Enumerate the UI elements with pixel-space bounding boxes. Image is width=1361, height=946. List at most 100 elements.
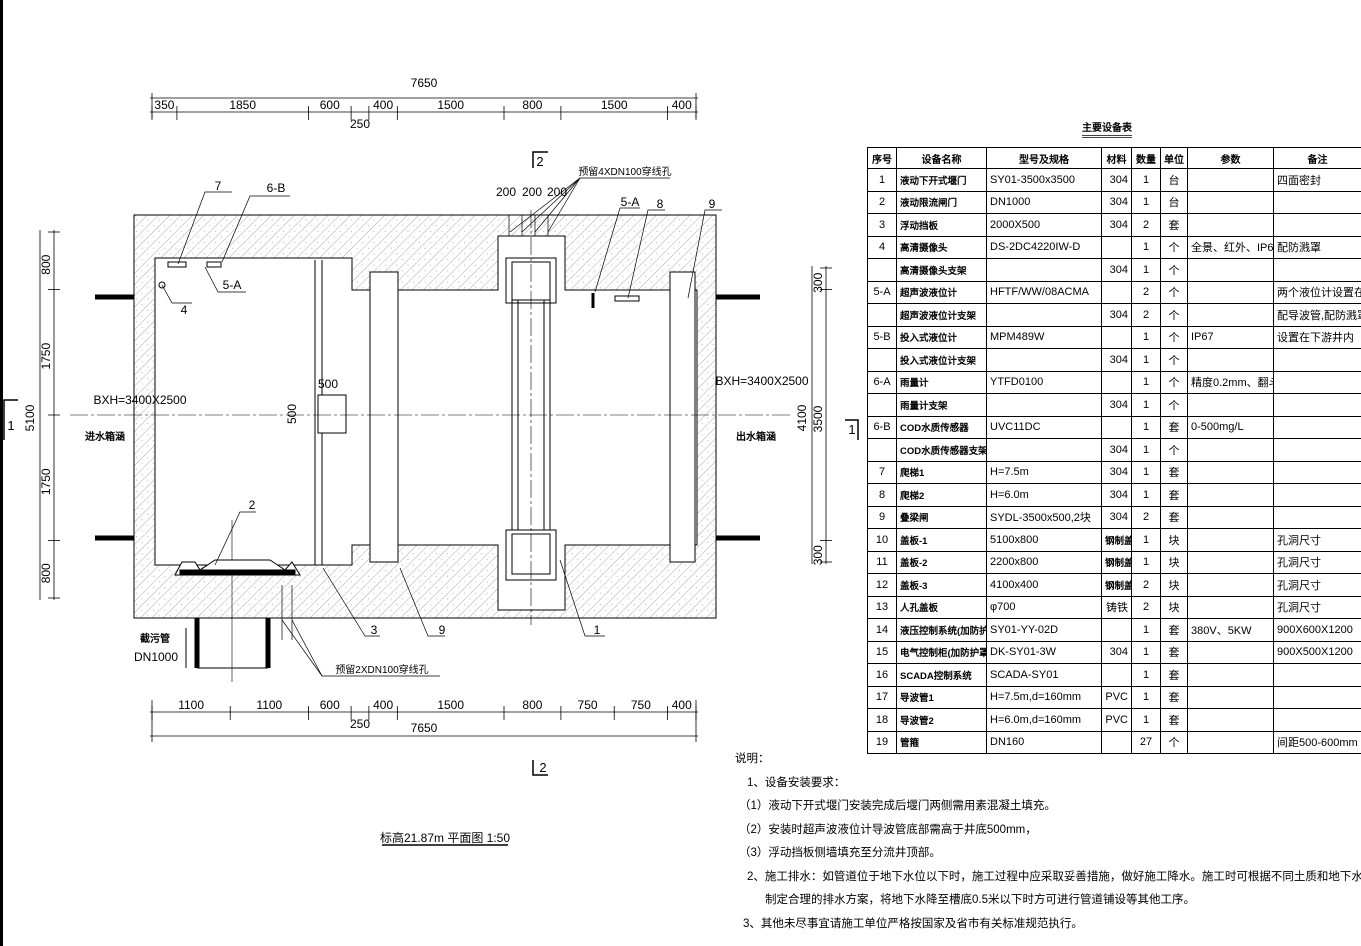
table-cell: 2 bbox=[1131, 573, 1161, 597]
section-marker bbox=[532, 760, 548, 776]
table-cell bbox=[1101, 235, 1132, 259]
table-cell: 5-A bbox=[867, 280, 897, 304]
table-cell bbox=[1273, 415, 1361, 439]
table-cell: 900X500X1200 bbox=[1273, 640, 1361, 664]
note-line: 说明： bbox=[735, 753, 770, 765]
table-cell bbox=[1273, 393, 1361, 417]
table-cell: 6-A bbox=[867, 370, 897, 394]
dim-label: 800 bbox=[522, 98, 542, 112]
table-cell: 1 bbox=[1131, 640, 1161, 664]
table-cell: 1 bbox=[1131, 438, 1161, 462]
dim-label: 1500 bbox=[437, 698, 464, 712]
column-header: 型号及规格 bbox=[986, 147, 1102, 169]
callout-6b: 6-B bbox=[267, 181, 286, 195]
table-cell: 孔洞尺寸 bbox=[1273, 550, 1361, 574]
table-cell: 台 bbox=[1160, 168, 1188, 192]
table-cell: 8 bbox=[867, 483, 897, 507]
table-cell: 14 bbox=[867, 618, 897, 642]
table-cell: 2 bbox=[1131, 280, 1161, 304]
outlet-size: BXH=3400X2500 bbox=[715, 374, 808, 388]
sewer-label: 截污管 bbox=[140, 632, 170, 645]
table-cell bbox=[1187, 393, 1274, 417]
table-cell: 套 bbox=[1160, 708, 1188, 732]
table-cell: 套 bbox=[1160, 505, 1188, 529]
table-cell bbox=[1187, 528, 1274, 552]
table-cell: 精度0.2mm、翻斗式 bbox=[1187, 370, 1274, 394]
table-cell: 套 bbox=[1160, 618, 1188, 642]
table-cell: DN160 bbox=[986, 730, 1102, 754]
notes: 说明：1、设备安装要求：（1）液动下开式堰门安装完成后堰门两侧需用素混凝土填充。… bbox=[735, 748, 1361, 936]
table-cell: 304 bbox=[1101, 213, 1132, 237]
table-cell: 爬梯1 bbox=[896, 460, 987, 484]
table-cell: PVC bbox=[1101, 708, 1132, 732]
table-cell: 配防溅罩 bbox=[1273, 235, 1361, 259]
table-cell: 液动限流闸门 bbox=[896, 190, 987, 214]
dim-label: 1100 bbox=[178, 698, 204, 712]
dim-top-total: 7650 bbox=[411, 76, 438, 90]
table-cell: 投入式液位计支架 bbox=[896, 348, 987, 372]
section-marker bbox=[532, 151, 548, 168]
note-line: 2、施工排水：如管道位于地下水位以下时，施工过程中应采取妥善措施，做好施工降水。… bbox=[747, 870, 1361, 883]
table-cell: MPM489W bbox=[986, 325, 1102, 349]
table-cell: HFTF/WW/08ACMA bbox=[986, 280, 1102, 304]
dim-label: 1100 bbox=[256, 698, 282, 712]
note-line: 1、设备安装要求： bbox=[747, 776, 846, 789]
table-cell: 高清摄像头 bbox=[896, 235, 987, 259]
table-cell: 18 bbox=[867, 708, 897, 732]
callout-1: 1 bbox=[594, 623, 601, 637]
table-cell: H=6.0m bbox=[986, 483, 1102, 507]
table-cell bbox=[1101, 415, 1132, 439]
equipment-table-title: 主要设备表 bbox=[1082, 119, 1132, 138]
section-1-right: 1 bbox=[848, 422, 855, 437]
dimension-lines bbox=[39, 93, 832, 742]
table-cell: 套 bbox=[1160, 483, 1188, 507]
table-cell: UVC11DC bbox=[986, 415, 1102, 439]
table-cell: SCADA-SY01 bbox=[986, 663, 1102, 687]
column-header: 序号 bbox=[867, 147, 897, 169]
table-cell: 个 bbox=[1160, 325, 1188, 349]
table-cell: 套 bbox=[1160, 640, 1188, 664]
dim-label: 750 bbox=[631, 698, 651, 712]
table-cell: H=7.5m,d=160mm bbox=[986, 685, 1102, 709]
table-cell: 套 bbox=[1160, 460, 1188, 484]
table-cell: 超声波液位计支架 bbox=[896, 303, 987, 327]
hole-dim: 200 bbox=[496, 185, 516, 199]
reserve-bottom-label: 预留2XDN100穿线孔 bbox=[335, 663, 428, 676]
table-cell: 304 bbox=[1101, 483, 1132, 507]
table-cell: DN1000 bbox=[986, 190, 1102, 214]
dim-label: 1750 bbox=[39, 468, 53, 495]
table-cell: DK-SY01-3W bbox=[986, 640, 1102, 664]
table-cell: 304 bbox=[1101, 348, 1132, 372]
inlet-label: 进水箱涵 bbox=[85, 430, 125, 443]
hole-dim: 200 bbox=[547, 185, 567, 199]
table-cell: IP67 bbox=[1187, 325, 1274, 349]
inlet-size: BXH=3400X2500 bbox=[93, 393, 186, 407]
table-cell bbox=[986, 258, 1102, 282]
table-cell: 304 bbox=[1101, 168, 1132, 192]
table-cell: YTFD0100 bbox=[986, 370, 1102, 394]
table-cell: 1 bbox=[1131, 415, 1161, 439]
table-cell: 导波管2 bbox=[896, 708, 987, 732]
table-cell bbox=[1273, 438, 1361, 462]
well-cavity bbox=[154, 235, 698, 611]
table-cell: 900X600X1200 bbox=[1273, 618, 1361, 642]
dim-label: 1500 bbox=[601, 98, 628, 112]
table-cell bbox=[1187, 190, 1274, 214]
sewer-pipe bbox=[194, 618, 271, 669]
table-cell: 2 bbox=[1131, 505, 1161, 529]
table-cell: 块 bbox=[1160, 595, 1188, 619]
table-cell bbox=[1101, 325, 1132, 349]
table-cell bbox=[1273, 708, 1361, 732]
table-cell: 1 bbox=[1131, 460, 1161, 484]
column-header: 备注 bbox=[1273, 147, 1361, 169]
dim-label: 1850 bbox=[229, 98, 256, 112]
table-cell: DS-2DC4220IW-D bbox=[986, 235, 1102, 259]
